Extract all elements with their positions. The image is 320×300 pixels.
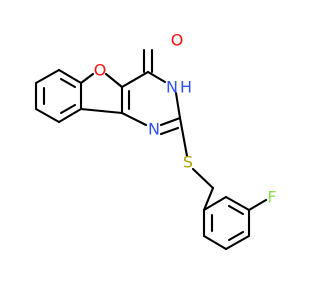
bond [57,68,83,85]
bond [227,204,245,216]
bond [191,167,215,190]
bond [79,72,95,85]
bond [34,107,61,124]
molecule-structure: O O N H N S F [34,31,277,251]
bond [174,91,182,120]
bond [34,68,61,85]
atom-label-layer: O O N H N S F [94,31,277,207]
bond [159,116,182,127]
bond [104,72,124,89]
bond [79,107,124,115]
bond [178,116,189,158]
bond [224,234,251,251]
bond [224,195,251,212]
bond [120,70,150,89]
bond [59,77,77,89]
atom-label-s: S [183,153,193,172]
atom-label-n-ring: N [148,120,160,139]
bond [146,70,167,84]
bond [227,230,245,242]
atom-label-n-amide: N [166,78,178,97]
atom-label-o-furan: O [94,61,107,80]
bond [202,186,215,212]
atom-label-f: F [267,188,276,207]
atom-label-o-carbonyl: O [171,31,184,50]
bond [120,111,148,127]
bond [247,198,268,212]
bond-layer [34,48,268,251]
bond [202,195,228,212]
atom-label-h-amide: H [180,78,192,97]
bond [202,234,228,251]
bond [159,126,180,136]
bond [59,103,77,115]
bond [57,107,83,124]
